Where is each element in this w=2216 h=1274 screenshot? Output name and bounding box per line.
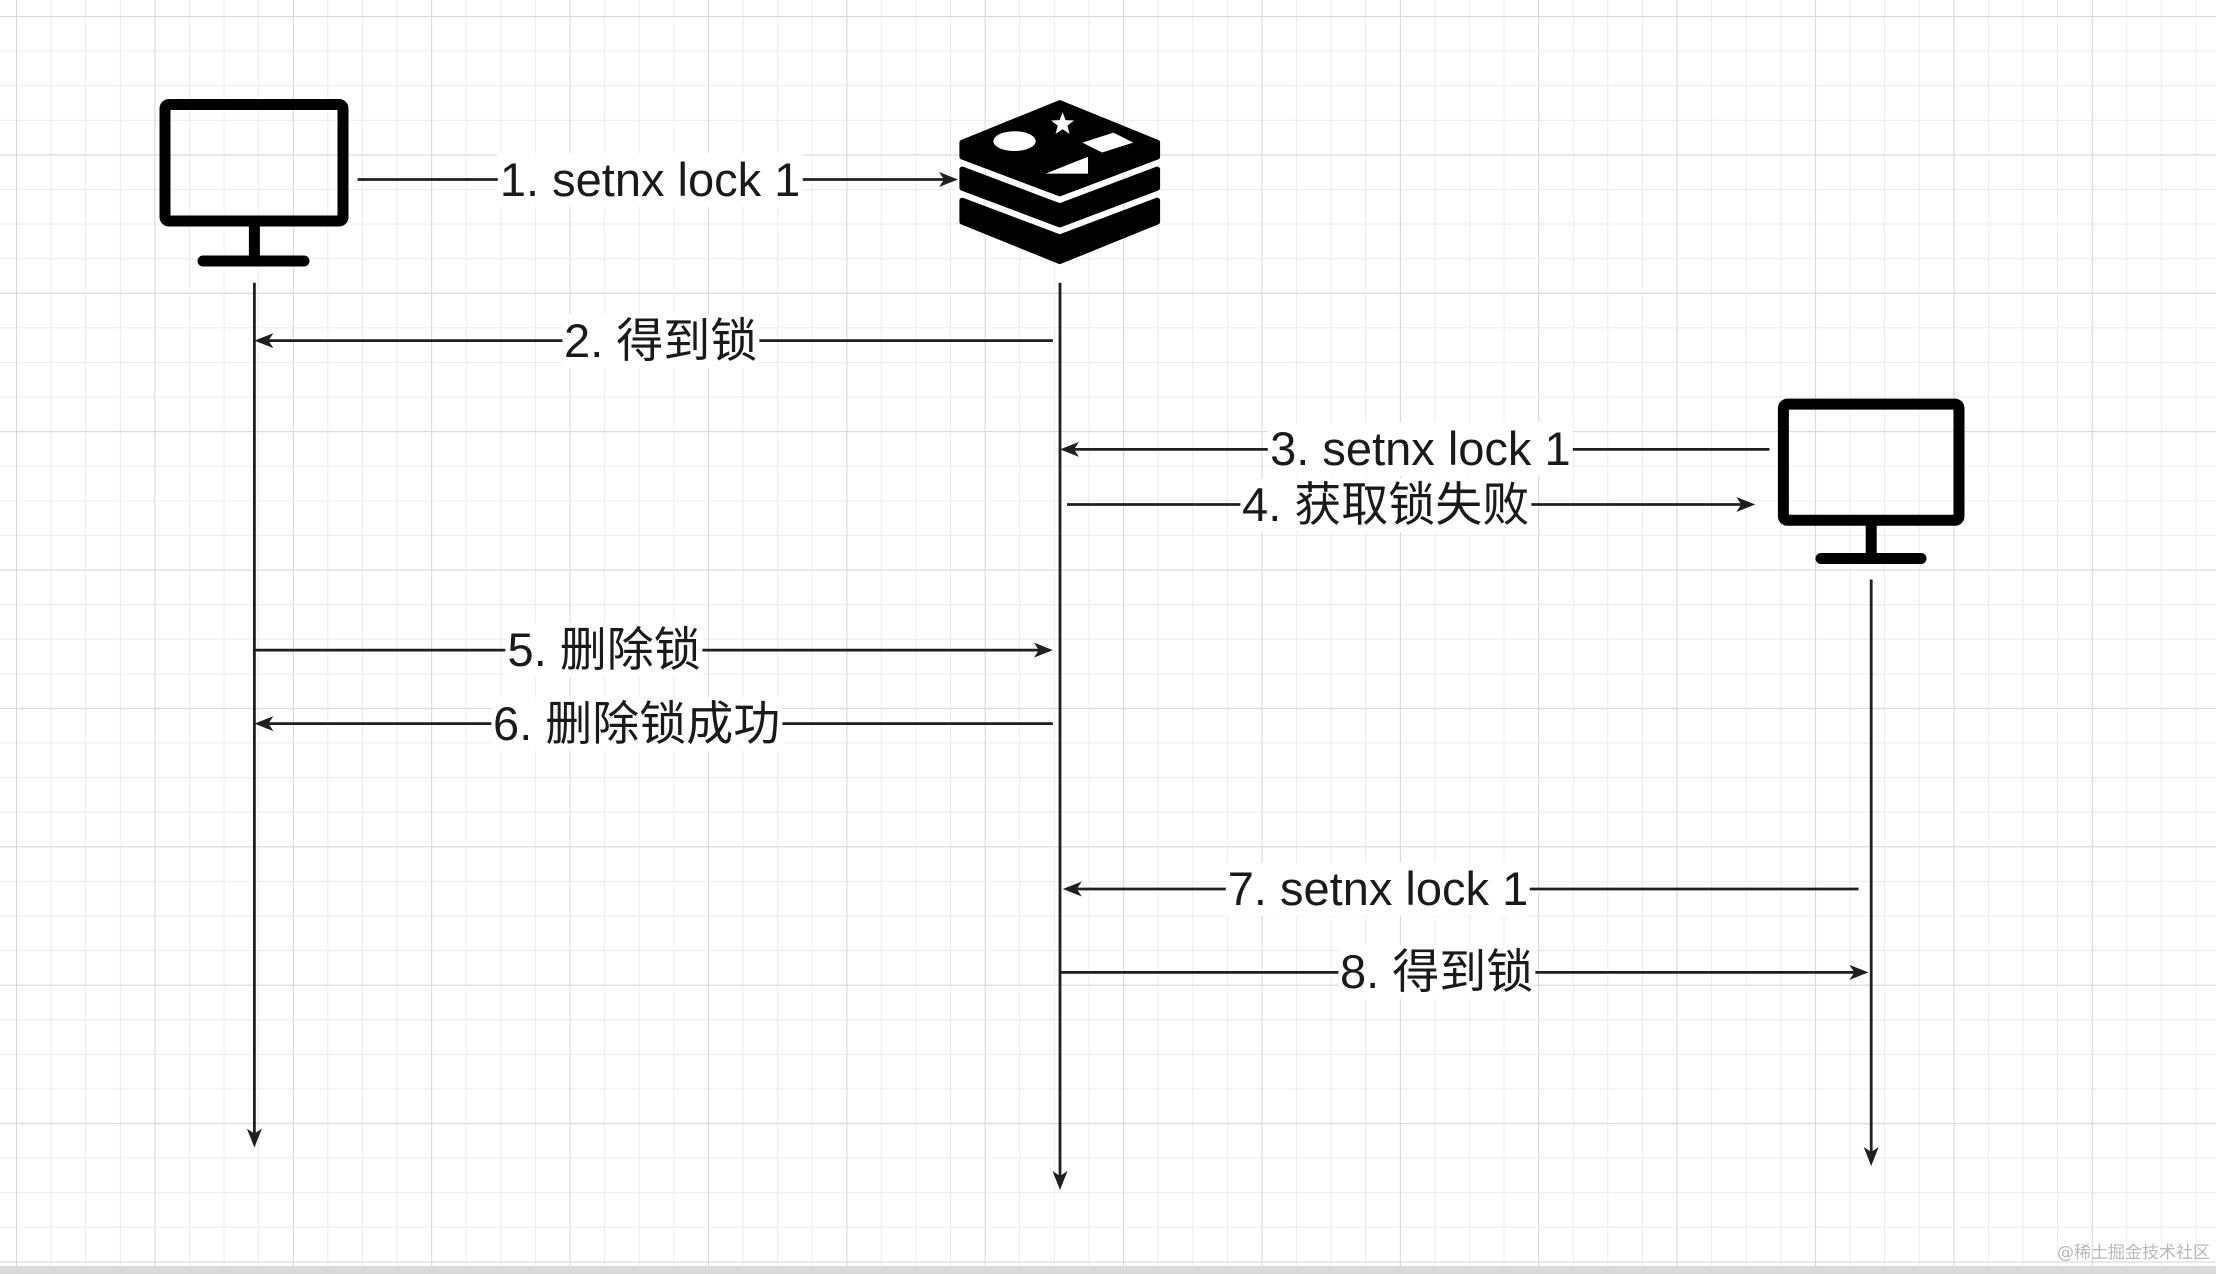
message-6-label: 6. 删除锁成功 xyxy=(491,696,783,751)
message-5-arrowhead xyxy=(1033,642,1053,658)
client-left-monitor-icon xyxy=(159,99,349,267)
message-2-arrowhead xyxy=(254,333,274,349)
message-3-arrowhead xyxy=(1060,441,1079,457)
client-right-monitor-icon xyxy=(1777,398,1965,564)
bottom-border xyxy=(0,1266,2216,1274)
message-1-arrowhead xyxy=(939,172,958,187)
message-2-label: 2. 得到锁 xyxy=(562,313,760,368)
lifeline-left xyxy=(246,282,262,1148)
watermark: @稀土掘金技术社区 xyxy=(2057,1243,2210,1263)
message-6-arrowhead xyxy=(254,716,274,732)
message-7-label: 7. setnx lock 1 xyxy=(1225,861,1531,917)
message-7-arrowhead xyxy=(1062,881,1082,897)
lifeline-right xyxy=(1863,579,1879,1166)
lifeline-center-arrowhead xyxy=(1052,1171,1068,1190)
lifeline-left-arrowhead xyxy=(246,1128,262,1148)
redis-logo-icon xyxy=(959,100,1161,265)
message-8-arrowhead xyxy=(1849,964,1869,980)
lifeline-center xyxy=(1052,282,1068,1190)
message-4-arrowhead xyxy=(1736,497,1756,512)
message-5-label: 5. 删除锁 xyxy=(505,623,703,678)
message-1-label: 1. setnx lock 1 xyxy=(497,152,803,207)
message-4-label: 4. 获取锁失败 xyxy=(1240,477,1532,532)
message-8-label: 8. 得到锁 xyxy=(1337,945,1536,1000)
message-3-label: 3. setnx lock 1 xyxy=(1268,422,1573,477)
lifeline-right-arrowhead xyxy=(1863,1147,1879,1166)
